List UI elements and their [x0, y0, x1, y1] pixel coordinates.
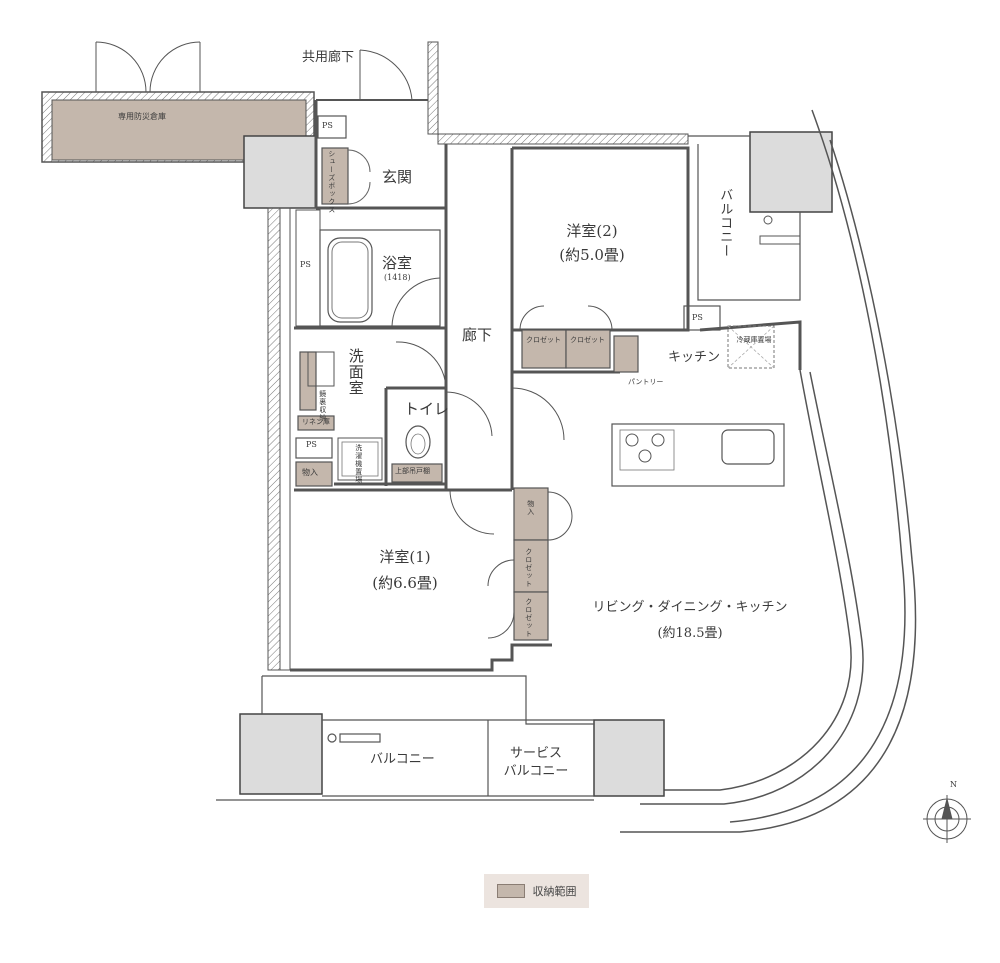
- kitchen-counter: [611, 423, 785, 487]
- legend: 収納範囲: [484, 874, 589, 908]
- column-se: [593, 719, 665, 797]
- curved-facade: [620, 109, 917, 833]
- label-disaster-storage: 専用防災倉庫: [118, 112, 166, 121]
- label-mirror-storage: 鏡裏収納: [318, 390, 327, 422]
- label-bath-size: (1418): [384, 273, 411, 282]
- label-closet-3: クロゼット: [524, 548, 533, 588]
- label-ldk: リビング・ダイニング・キッチン: [592, 600, 788, 615]
- label-upper-shelf: 上部吊戸棚: [395, 467, 430, 475]
- column-upper-right: [749, 131, 833, 213]
- label-room1: 洋室(1): [379, 548, 431, 566]
- label-storage-2: 物入: [526, 500, 535, 516]
- label-closet-1: クロゼット: [526, 336, 561, 344]
- label-ps-3: PS: [306, 440, 317, 449]
- label-balcony-south: バルコニー: [370, 752, 435, 767]
- label-service-balcony-2: バルコニー: [503, 764, 569, 779]
- label-balcony-east: バルコニー: [717, 188, 733, 258]
- label-linen: リネン庫: [302, 418, 330, 426]
- label-bath: 浴室: [382, 254, 413, 272]
- label-hallway: 廊下: [462, 326, 493, 344]
- label-room2: 洋室(2): [566, 222, 618, 240]
- toilet-bowl: [405, 425, 431, 459]
- legend-swatch: [496, 884, 525, 898]
- label-room1-size: (約6.6畳): [372, 574, 438, 592]
- bathtub: [327, 237, 373, 323]
- storage-door: [95, 41, 201, 93]
- label-ps-2: PS: [300, 260, 311, 269]
- legend-label: 収納範囲: [532, 885, 577, 898]
- label-toilet: トイレ: [404, 400, 450, 418]
- label-ldk-size: (約18.5畳): [657, 626, 723, 641]
- label-pantry: パントリー: [628, 378, 664, 386]
- label-storage-1: 物入: [302, 468, 318, 477]
- kitchen-sink: [721, 429, 775, 465]
- label-common-corridor: 共用廊下: [302, 50, 355, 65]
- label-closet-4: クロゼット: [524, 598, 533, 638]
- compass-icon: [923, 795, 971, 843]
- label-shoes-box: シューズボックス: [327, 150, 336, 214]
- shoes-box: [321, 147, 349, 205]
- label-closet-2: クロゼット: [570, 336, 605, 344]
- label-ps-4: PS: [692, 313, 703, 322]
- label-washer: 洗濯機置場: [354, 444, 363, 484]
- label-entrance: 玄関: [382, 168, 413, 186]
- column-sw: [239, 713, 323, 795]
- label-room2-size: (約5.0畳): [559, 246, 625, 264]
- label-fridge: 冷蔵庫置場: [736, 336, 772, 344]
- label-north: N: [950, 780, 957, 789]
- label-service-balcony-1: サービス: [509, 746, 563, 761]
- label-ps-1: PS: [322, 121, 333, 130]
- label-washroom: 洗面室: [346, 348, 365, 396]
- label-kitchen: キッチン: [668, 350, 721, 365]
- column-ne: [243, 135, 317, 209]
